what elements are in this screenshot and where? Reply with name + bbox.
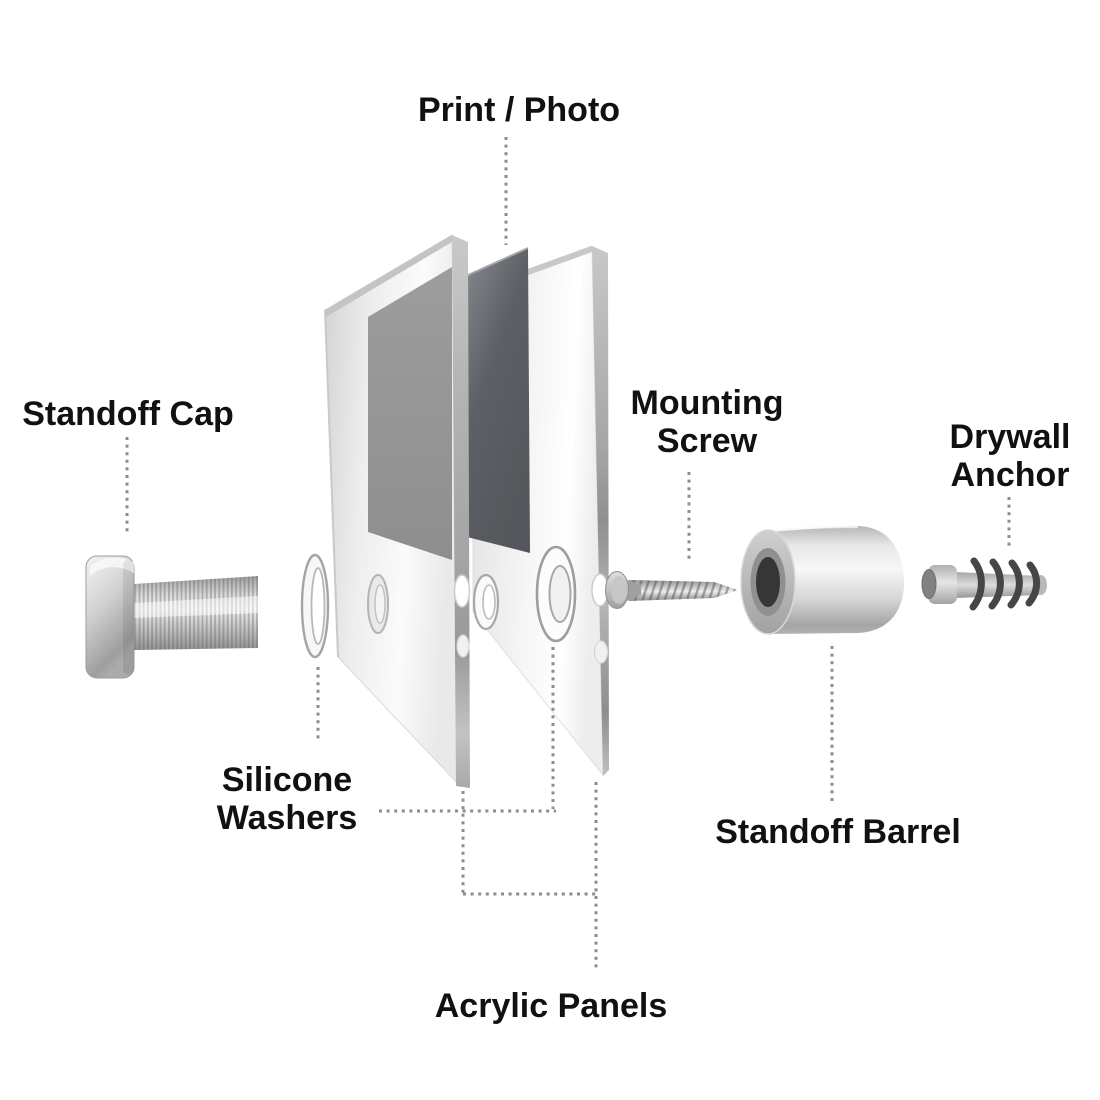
mounting-screw-part <box>605 571 738 609</box>
label-mounting-screw-line2: Screw <box>656 422 758 460</box>
silicone-washer-middle <box>472 573 500 631</box>
standoff-cap-part <box>85 555 258 679</box>
print-photo-sheet <box>465 247 530 553</box>
label-mounting-screw-line1: Mounting <box>630 384 784 422</box>
silicone-washer-large <box>535 545 577 643</box>
label-standoff-barrel: Standoff Barrel <box>715 813 961 851</box>
leader-lines <box>125 137 1011 970</box>
silicone-washer-left <box>300 553 330 659</box>
standoff-barrel-part <box>740 525 905 635</box>
anchor-fin <box>988 558 1004 610</box>
label-mounting-screw: Mounting Screw <box>631 384 784 460</box>
cap-head <box>85 555 135 679</box>
anchor-fin <box>969 557 985 611</box>
front-edge-grommet <box>453 574 471 608</box>
print-reflection <box>368 267 452 560</box>
label-acrylic-panels: Acrylic Panels <box>434 987 668 1025</box>
label-standoff-cap: Standoff Cap <box>22 395 234 433</box>
label-drywall-anchor: Drywall Anchor <box>950 418 1071 494</box>
label-drywall-anchor-line2: Anchor <box>950 456 1070 494</box>
barrel-bore <box>756 557 780 607</box>
front-acrylic-panel <box>324 234 471 788</box>
label-silicone-washers-line2: Washers <box>216 799 358 837</box>
label-silicone-washers: Silicone Washers <box>217 761 357 837</box>
anchor-fin <box>1007 559 1023 609</box>
label-print-photo: Print / Photo <box>417 91 621 129</box>
anchor-fin <box>1025 561 1041 607</box>
anchor-collar <box>928 565 957 604</box>
drywall-anchor-part <box>921 557 1047 611</box>
label-drywall-anchor-line1: Drywall <box>949 418 1071 456</box>
label-silicone-washers-line1: Silicone <box>221 761 353 799</box>
